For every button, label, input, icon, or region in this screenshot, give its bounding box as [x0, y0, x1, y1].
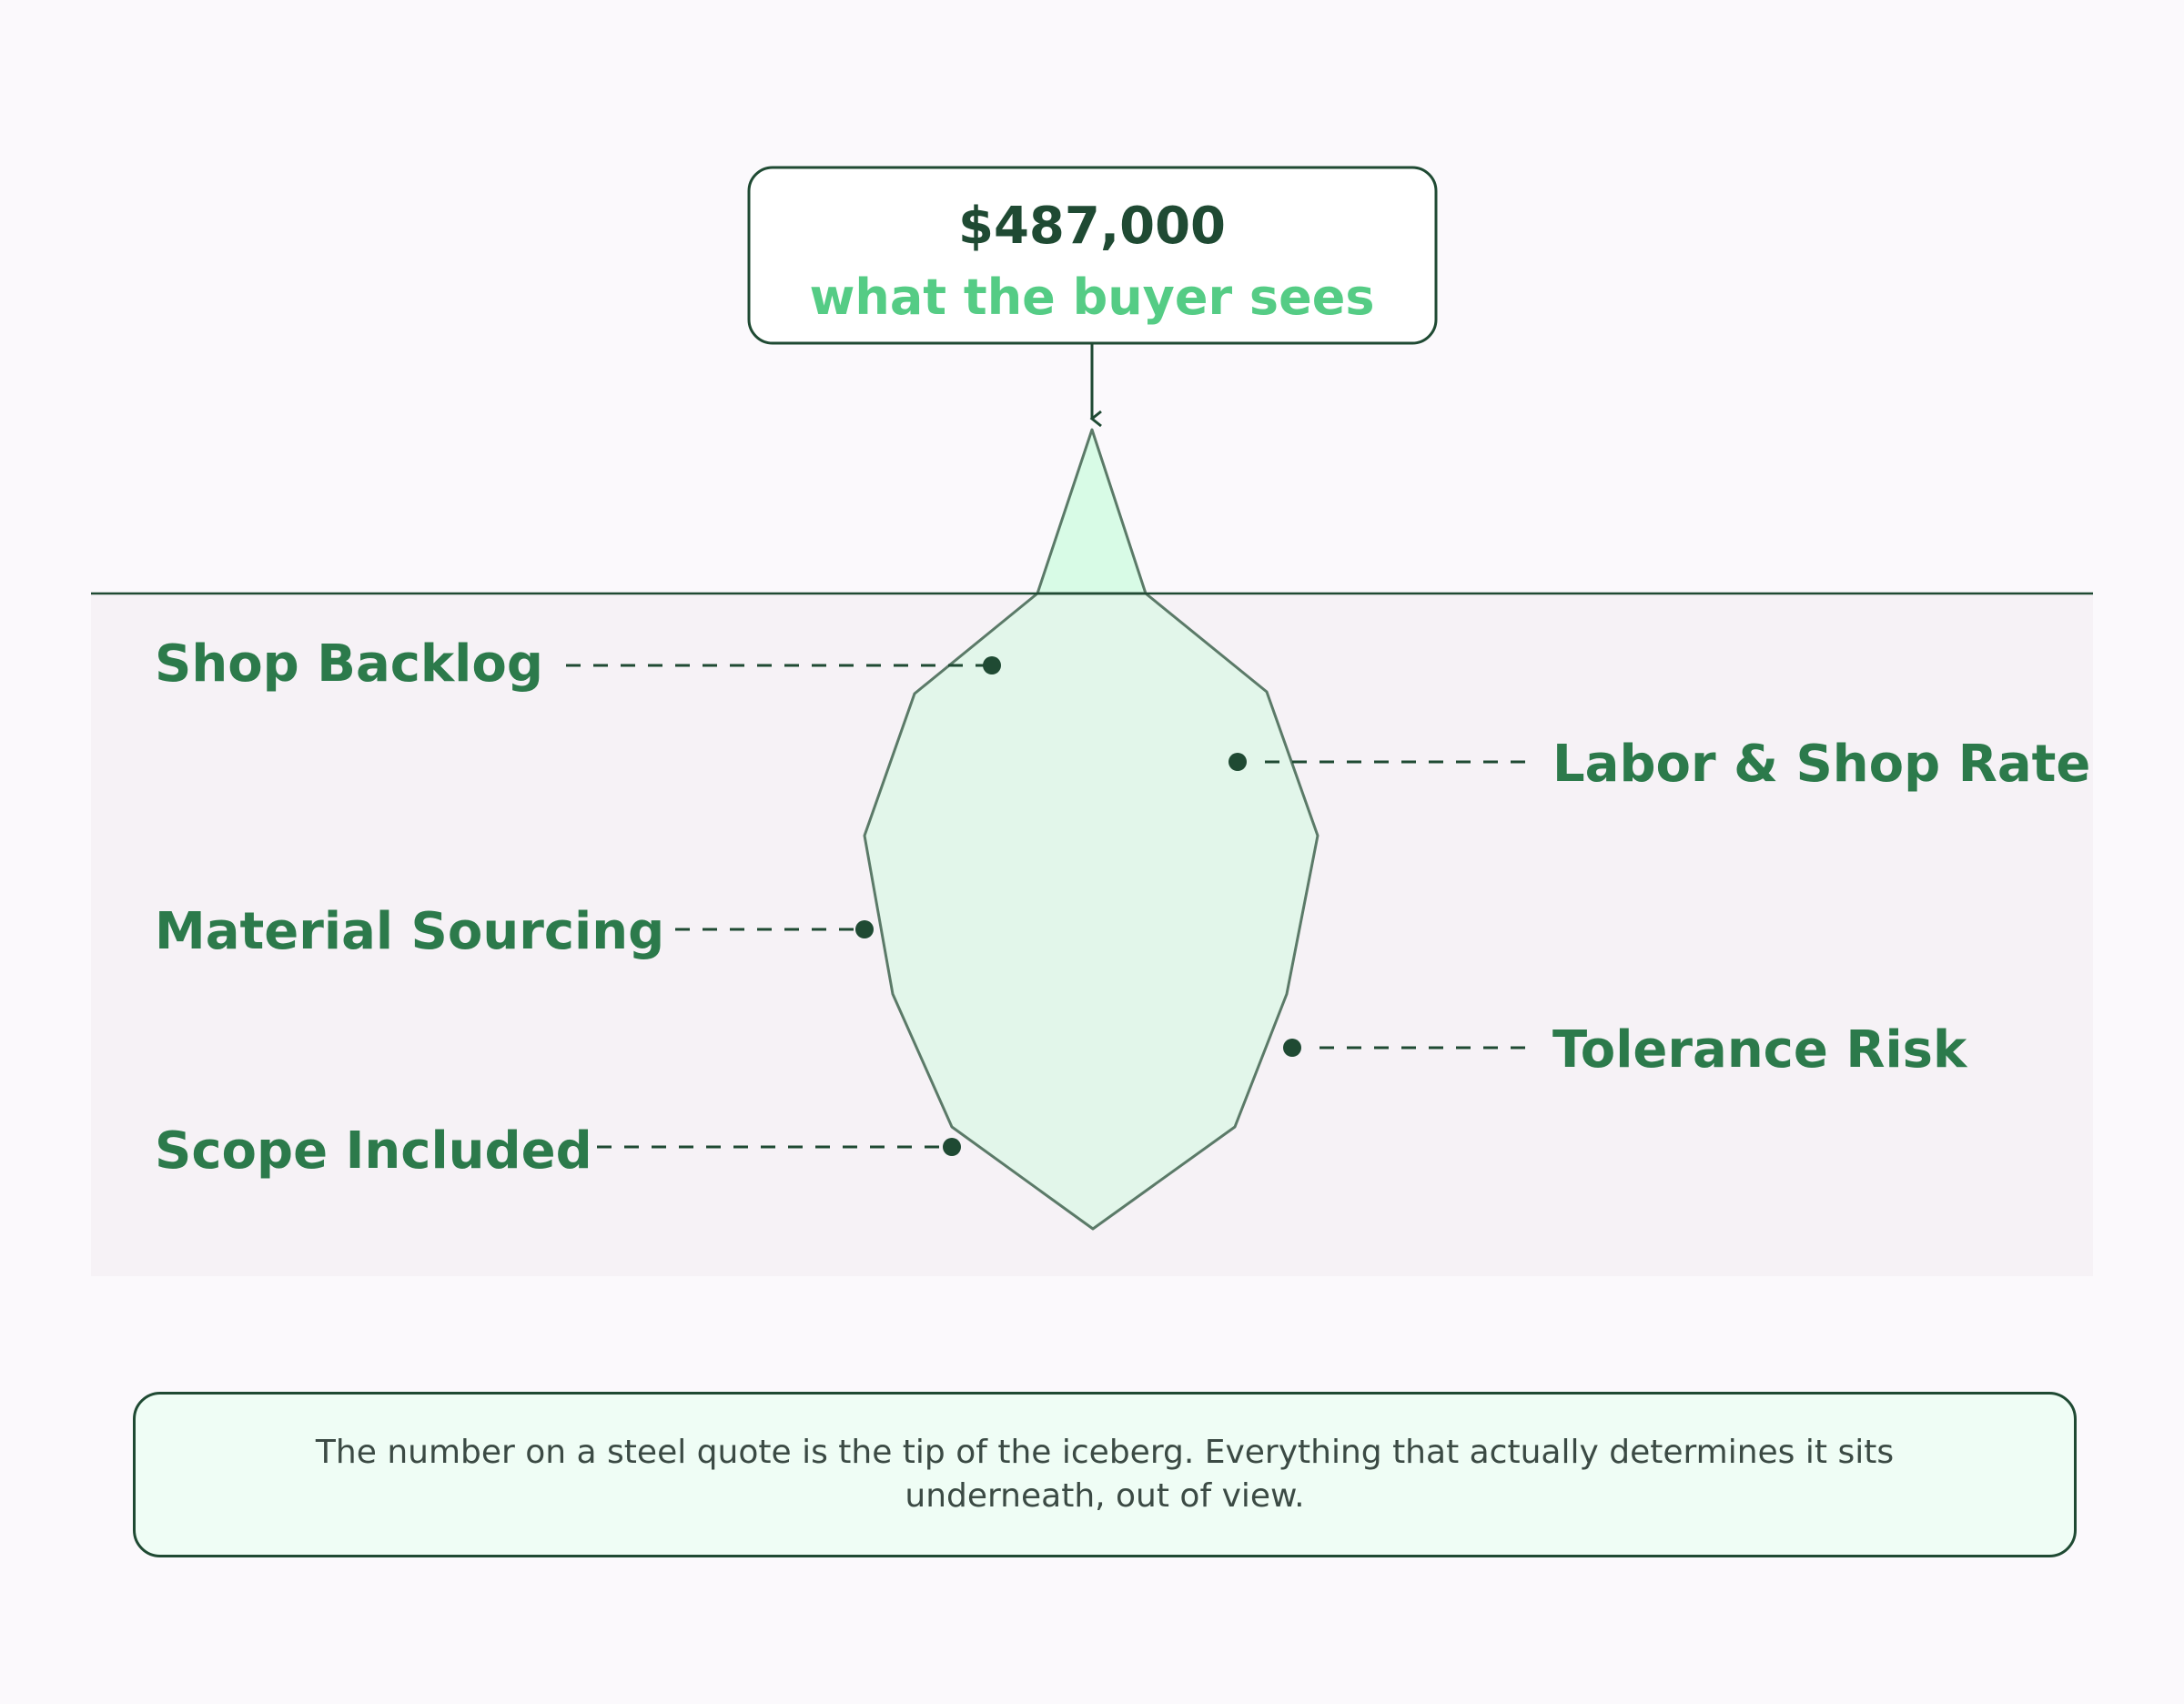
factor-tolerance-risk: Tolerance Risk: [1283, 1020, 1968, 1080]
factor-label: Labor & Shop Rate: [1552, 735, 2090, 794]
factor-label: Scope Included: [155, 1121, 592, 1181]
factor-label: Tolerance Risk: [1552, 1020, 1968, 1080]
leader-dot: [983, 656, 1001, 674]
iceberg-body: [863, 592, 1320, 1231]
factor-label: Material Sourcing: [155, 902, 664, 961]
explanation-text: The number on a steel quote is the tip o…: [315, 1434, 1895, 1515]
factor-scope-included: Scope Included: [155, 1121, 961, 1181]
factor-label: Shop Backlog: [155, 634, 543, 694]
factor-labor-shop-rate: Labor & Shop Rate: [1228, 735, 2090, 794]
factor-material-sourcing: Material Sourcing: [155, 902, 874, 961]
leader-dot: [1228, 753, 1247, 771]
price-caption: what the buyer sees: [810, 269, 1375, 326]
leader-dot: [855, 920, 874, 938]
explanation-note: The number on a steel quote is the tip o…: [133, 1392, 2077, 1557]
leader-dot: [1283, 1039, 1301, 1057]
price-value: $487,000: [958, 197, 1226, 256]
iceberg-tip: [1036, 428, 1148, 595]
price-callout: $487,000 what the buyer sees: [747, 166, 1438, 345]
factor-shop-backlog: Shop Backlog: [155, 634, 1001, 694]
leader-dot: [943, 1138, 961, 1156]
